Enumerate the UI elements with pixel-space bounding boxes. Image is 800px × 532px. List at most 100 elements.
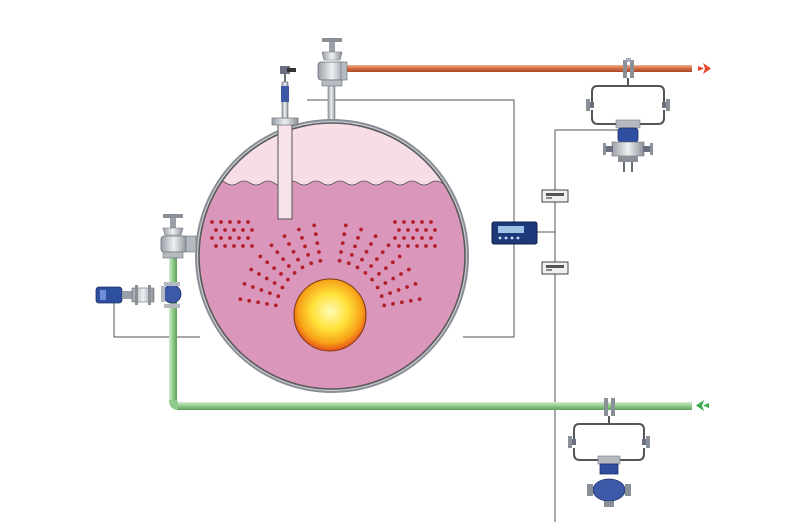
indicator-lower — [541, 261, 569, 275]
bubble — [379, 294, 384, 299]
bubble — [297, 227, 301, 232]
bubble — [359, 227, 363, 232]
burner-flame — [293, 278, 367, 352]
level-transmitter — [271, 66, 299, 220]
bubble — [232, 244, 236, 248]
bubble — [337, 258, 342, 263]
bubble — [250, 228, 254, 232]
bubble — [246, 220, 250, 224]
bubble — [391, 302, 395, 306]
steam-flow-transmitter — [586, 58, 670, 172]
bubble — [363, 271, 368, 275]
bubble — [390, 260, 395, 265]
bubble — [247, 298, 252, 303]
feedwater-gate-valve — [160, 214, 197, 259]
bubble — [276, 294, 281, 299]
bubble — [384, 266, 388, 270]
bubble — [340, 241, 345, 246]
feedwater-pipe — [169, 258, 709, 411]
bubble — [402, 220, 406, 224]
bubble — [383, 281, 388, 285]
bubble — [377, 272, 381, 276]
bubble — [214, 228, 218, 232]
bubble — [342, 232, 347, 237]
bubble — [413, 282, 418, 286]
bubble — [433, 244, 437, 248]
bubble — [287, 264, 291, 268]
bubble — [214, 244, 218, 248]
bubble — [424, 228, 428, 232]
bubble — [382, 303, 387, 308]
bubble — [265, 260, 270, 265]
bubble — [258, 254, 263, 259]
bubble — [300, 236, 304, 240]
bubble — [250, 244, 254, 248]
bubble — [291, 249, 296, 254]
bubble — [241, 244, 245, 248]
bubble — [391, 276, 396, 281]
bubble — [265, 302, 269, 306]
bubble — [219, 220, 223, 224]
bubble — [315, 241, 320, 246]
bubble — [393, 220, 397, 224]
bubble — [397, 254, 402, 259]
bubble — [415, 228, 419, 232]
bubble — [420, 236, 424, 240]
bubble — [219, 236, 223, 240]
steam-outlet-pipe — [346, 63, 711, 74]
bubble — [360, 257, 364, 262]
boiler-vessel — [195, 119, 469, 393]
bubble — [343, 223, 348, 228]
bubble — [223, 228, 227, 232]
bubble — [241, 228, 245, 232]
bubble — [429, 236, 433, 240]
bubble — [355, 265, 360, 270]
arrow-left-icon — [696, 400, 704, 411]
bubble — [287, 242, 291, 246]
bubble — [210, 220, 214, 224]
steam-bubbles — [210, 220, 437, 308]
bubble — [400, 300, 404, 305]
feed-flow-control-valve — [568, 398, 650, 507]
bubble — [397, 244, 401, 248]
bubble — [375, 285, 380, 290]
bubble — [269, 243, 274, 248]
bubble — [380, 250, 385, 255]
bubble — [279, 272, 283, 276]
bubble — [303, 244, 307, 249]
bubble — [429, 220, 433, 224]
bubble — [318, 258, 323, 263]
bubble — [264, 276, 269, 281]
bubble — [228, 220, 232, 224]
bubble — [369, 264, 373, 268]
bubble — [242, 282, 247, 286]
bubble — [228, 236, 232, 240]
bubble — [238, 297, 243, 302]
bubble — [249, 267, 254, 272]
bubble — [386, 243, 391, 248]
bubble — [406, 244, 410, 248]
bubble — [257, 272, 261, 276]
bubble — [417, 297, 422, 302]
bubble — [268, 291, 272, 295]
bubble — [424, 244, 428, 248]
bubble — [272, 281, 277, 285]
bubble — [405, 285, 409, 289]
bubble — [237, 220, 241, 224]
bubble — [408, 298, 413, 303]
bubble — [369, 242, 373, 246]
bubble — [237, 236, 241, 240]
bubble — [375, 257, 379, 261]
bubble — [388, 291, 392, 295]
bubble — [306, 253, 310, 257]
bubble — [370, 277, 374, 282]
feed-control-valve-actuator — [95, 282, 182, 308]
bubble — [364, 249, 369, 254]
bubble — [350, 253, 354, 257]
indicator-upper — [541, 189, 569, 203]
bubble — [259, 288, 264, 292]
bubble — [317, 250, 321, 254]
bubble — [346, 261, 351, 266]
bubble — [397, 228, 401, 232]
